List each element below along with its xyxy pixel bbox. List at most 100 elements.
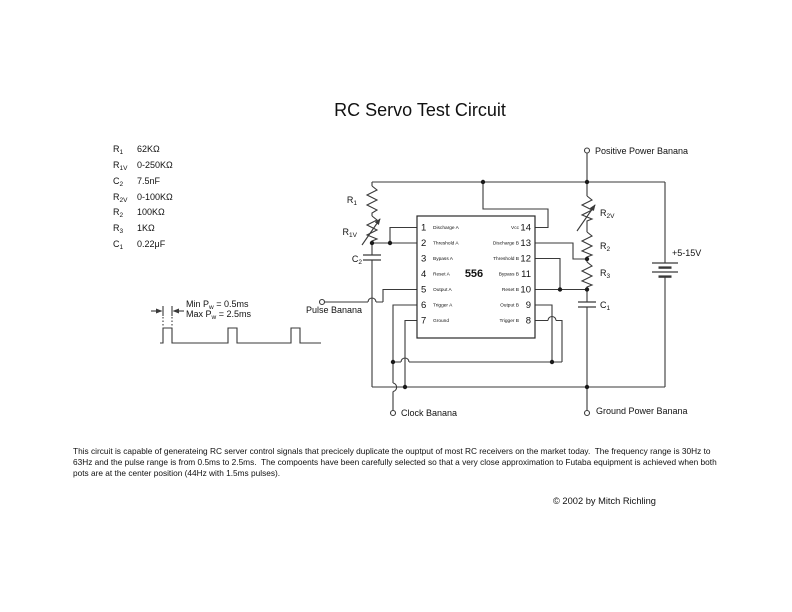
pin-number: 9 xyxy=(526,300,531,311)
parts-list: R1 62KΩ R1V 0-250KΩ C2 7.5nF R2V 0-100KΩ… xyxy=(113,144,173,251)
resistor-r1 xyxy=(365,185,379,216)
label-min-pulse: Min Pw = 0.5ms xyxy=(186,299,249,311)
pin-number: 4 xyxy=(421,269,426,280)
waveform-trace xyxy=(160,327,321,344)
wire-pin7-ground xyxy=(404,319,417,387)
potentiometer-r2v xyxy=(580,195,594,232)
pin-label: Discharge B xyxy=(493,241,519,247)
pin-number: 13 xyxy=(520,238,531,249)
junction-dot xyxy=(390,359,396,365)
junction-dot xyxy=(549,359,555,365)
wire-pin12 xyxy=(535,257,561,290)
junction-dot xyxy=(402,384,408,390)
part-ref: R3 xyxy=(113,223,124,235)
banana-jack-positive xyxy=(583,147,591,154)
ic-556: 556 1 2 3 4 5 6 7 Discharge A Threshold … xyxy=(416,215,536,339)
part-ref: C1 xyxy=(113,239,124,251)
wire-pin8 xyxy=(535,319,563,362)
pin-label: Reset B xyxy=(502,287,519,293)
ic-body xyxy=(416,215,536,339)
junction-dot xyxy=(369,240,375,246)
label-r2v: R2V xyxy=(600,208,615,220)
copyright-notice: © 2002 by Mitch Richling xyxy=(553,496,656,506)
part-value: 0-100KΩ xyxy=(137,192,173,202)
pin-number: 3 xyxy=(421,254,426,265)
label-ground-banana: Ground Power Banana xyxy=(596,406,688,416)
pin-label: Trigger A xyxy=(433,303,453,309)
part-value: 0-250KΩ xyxy=(137,160,173,170)
pin-number: 7 xyxy=(421,316,426,327)
part-value: 100KΩ xyxy=(137,207,165,217)
part-value: 62KΩ xyxy=(137,144,160,154)
pot-arrow-r1v xyxy=(361,218,381,246)
schematic-labels: R1 R1V C2 R2V R2 R3 C1 +5-15V Positive P… xyxy=(306,146,701,418)
resistor-r2 xyxy=(580,231,594,262)
part-ref: R1 xyxy=(113,144,124,156)
pulse-waveform: Min Pw = 0.5ms Max Pw = 2.5ms xyxy=(151,299,321,344)
wire-pin9 xyxy=(535,304,553,362)
pin-number: 14 xyxy=(520,223,531,234)
pin-number: 1 xyxy=(421,223,426,234)
pin-number: 8 xyxy=(526,316,531,327)
part-value: 7.5nF xyxy=(137,176,161,186)
banana-jack-ground xyxy=(583,409,591,417)
pin-label: Output B xyxy=(500,303,519,309)
description-paragraph: This circuit is capable of generateing R… xyxy=(73,446,719,478)
wires xyxy=(324,153,678,411)
part-value: 0.22μF xyxy=(137,239,166,249)
junction-dot xyxy=(584,256,590,262)
pin-number: 12 xyxy=(520,254,531,265)
wire-hop-clock xyxy=(392,382,398,393)
pin-label: Discharge A xyxy=(433,225,460,231)
pin-label: Bypass B xyxy=(499,272,519,278)
label-pulse-banana: Pulse Banana xyxy=(306,305,362,315)
junction-dot xyxy=(584,287,590,292)
label-r1: R1 xyxy=(347,195,358,207)
wire-pin5 xyxy=(382,288,417,302)
capacitor-c2 xyxy=(363,254,381,261)
wire-pin13 xyxy=(535,242,587,260)
pin-number: 10 xyxy=(520,285,531,296)
label-clock-banana: Clock Banana xyxy=(401,408,457,418)
wire-hop-pin8 xyxy=(547,315,557,321)
pot-arrow-r2v xyxy=(576,204,596,232)
label-positive-banana: Positive Power Banana xyxy=(595,146,688,156)
pin-label: Threshold B xyxy=(493,256,519,262)
junction-dot xyxy=(584,179,590,185)
label-c1: C1 xyxy=(600,300,611,312)
pin-number: 2 xyxy=(421,238,426,249)
ic-name: 556 xyxy=(465,268,483,280)
junction-dot xyxy=(584,384,590,390)
capacitor-c1 xyxy=(578,301,596,308)
junction-dots xyxy=(369,179,590,390)
label-c2: C2 xyxy=(352,254,363,266)
label-power-voltage: +5-15V xyxy=(672,248,701,258)
pin-label: Reset A xyxy=(433,272,451,278)
label-r1v: R1V xyxy=(343,227,358,239)
pin-label: Output A xyxy=(433,287,452,293)
resistor-r3 xyxy=(580,261,594,302)
part-ref: C2 xyxy=(113,176,124,188)
part-ref: R2 xyxy=(113,207,124,219)
label-r3: R3 xyxy=(600,268,611,280)
label-r2: R2 xyxy=(600,241,611,253)
part-ref: R1V xyxy=(113,160,128,172)
pin-label: Trigger B xyxy=(499,318,519,324)
page-title: RC Servo Test Circuit xyxy=(334,100,506,120)
pin-number: 6 xyxy=(421,300,426,311)
junction-dot xyxy=(557,287,563,292)
wire-pin1 xyxy=(389,226,417,243)
wire-pin14-vcc xyxy=(482,182,549,229)
pin-label: Ground xyxy=(433,318,449,324)
wire-hop-pulse xyxy=(367,297,377,303)
wire-pin6-clock xyxy=(392,304,417,411)
pin-label: Bypass A xyxy=(433,256,454,262)
pin-number: 11 xyxy=(521,269,531,280)
junction-dot xyxy=(387,240,393,246)
junction-dot xyxy=(480,179,486,185)
banana-jack-pulse xyxy=(318,298,326,306)
pin-label: Threshold A xyxy=(433,241,459,247)
banana-jack-clock xyxy=(389,409,397,417)
